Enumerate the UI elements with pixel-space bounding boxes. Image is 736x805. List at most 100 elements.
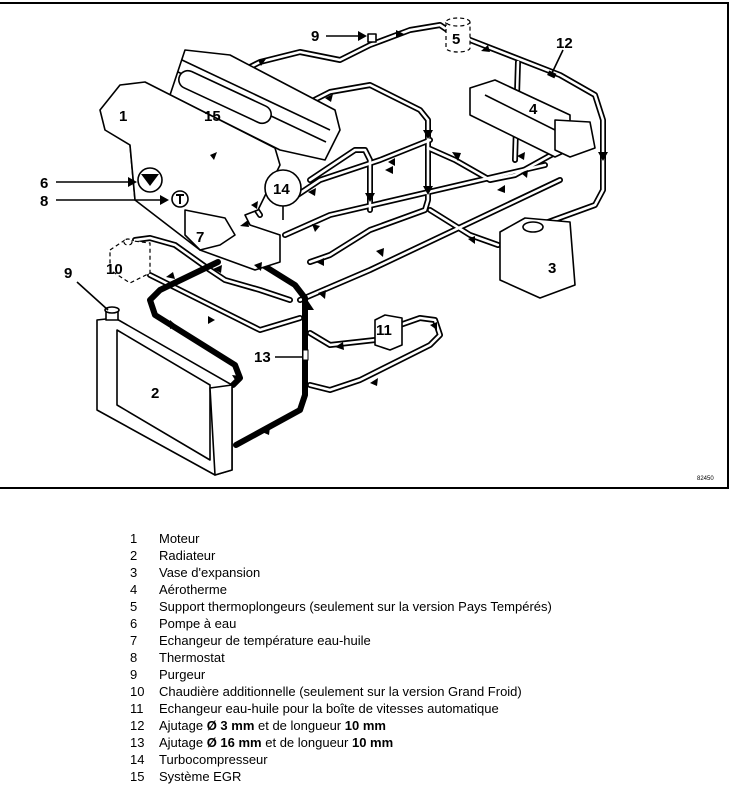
legend-text-bold: Ø 3 mm bbox=[206, 718, 255, 733]
legend-number: 9 bbox=[130, 667, 138, 682]
legend-item: 2 Radiateur bbox=[130, 547, 552, 564]
legend-number: 13 bbox=[130, 735, 145, 750]
legend-number: 2 bbox=[130, 548, 138, 563]
leader-lines bbox=[56, 31, 564, 358]
callout-5: 5 bbox=[452, 31, 460, 48]
callout-11: 11 bbox=[376, 322, 392, 339]
flow-arrow bbox=[170, 320, 177, 329]
legend-text: Vase d'expansion bbox=[159, 564, 260, 581]
legend-text-part: Aérotherme bbox=[159, 582, 227, 597]
flow-arrow bbox=[213, 265, 222, 273]
flow-arrow bbox=[423, 186, 433, 195]
oil-water-exchanger bbox=[184, 209, 236, 251]
callout-13: 13 bbox=[254, 349, 271, 366]
legend-text-part: Purgeur bbox=[159, 667, 206, 682]
legend-text-part: Ajutage bbox=[159, 718, 207, 733]
flow-arrow bbox=[312, 224, 320, 232]
legend-text-part: Turbocompresseur bbox=[159, 752, 268, 767]
legend-text-bold: 10 mm bbox=[351, 735, 394, 750]
expansion-tank bbox=[499, 217, 576, 299]
flow-arrow bbox=[318, 290, 326, 299]
legend-item: 12 Ajutage Ø 3 mm et de longueur 10 mm bbox=[130, 717, 552, 734]
flow-arrow bbox=[232, 375, 240, 383]
legend-text: Radiateur bbox=[159, 547, 215, 564]
legend-item: 9 Purgeur bbox=[130, 666, 552, 683]
cooling-circuit-diagram: 1 2 3 4 5 6 7 8 9 9 10 11 12 13 14 15 82… bbox=[40, 17, 714, 482]
callout-9-top: 9 bbox=[311, 28, 319, 45]
legend-text: Echangeur eau-huile pour la boîte de vit… bbox=[159, 700, 499, 717]
flow-arrows bbox=[166, 30, 608, 435]
legend-number: 5 bbox=[130, 599, 138, 614]
nozzle-12 bbox=[547, 70, 557, 79]
legend-number: 10 bbox=[130, 684, 145, 699]
legend-text-part: Radiateur bbox=[159, 548, 216, 563]
flow-arrow bbox=[210, 152, 217, 160]
legend-text-part: Echangeur eau-huile pour la boîte de vit… bbox=[159, 701, 499, 716]
flow-arrow bbox=[481, 45, 490, 52]
legend-number: 11 bbox=[130, 701, 144, 716]
flow-arrow bbox=[430, 322, 437, 330]
flow-arrow bbox=[258, 59, 266, 66]
legend-text-part: Moteur bbox=[159, 531, 200, 546]
callout-15: 15 bbox=[204, 108, 221, 125]
legend-text-part: Chaudière additionnelle (seulement sur l… bbox=[159, 684, 522, 699]
callout-8: 8 bbox=[40, 193, 48, 210]
flow-arrow bbox=[452, 152, 461, 161]
legend-text-part: Echangeur de température eau-huile bbox=[159, 633, 371, 648]
thermoplunger-support bbox=[445, 17, 471, 53]
legend-item: 13 Ajutage Ø 16 mm et de longueur 10 mm bbox=[130, 734, 552, 751]
flow-arrow bbox=[521, 170, 528, 178]
callout-7: 7 bbox=[196, 229, 204, 246]
callout-3: 3 bbox=[548, 260, 556, 277]
legend-text: Aérotherme bbox=[159, 581, 227, 598]
legend-text: Chaudière additionnelle (seulement sur l… bbox=[159, 683, 522, 700]
legend-number: 12 bbox=[130, 718, 145, 733]
flow-arrow bbox=[240, 220, 249, 227]
legend-item: 11 Echangeur eau-huile pour la boîte de v… bbox=[130, 700, 552, 717]
turbocharger bbox=[264, 169, 302, 220]
callout-10: 10 bbox=[106, 261, 123, 278]
legend-text-part: Vase d'expansion bbox=[159, 565, 261, 580]
flow-arrow bbox=[598, 152, 608, 161]
legend-text: Turbocompresseur bbox=[159, 751, 268, 768]
water-pump-triangle bbox=[141, 174, 159, 186]
callout-6: 6 bbox=[40, 175, 48, 192]
legend-text: Ajutage Ø 3 mm et de longueur 10 mm bbox=[159, 717, 386, 734]
callout-2: 2 bbox=[151, 385, 159, 402]
legend-number: 6 bbox=[130, 616, 138, 631]
legend-text-part: Pompe à eau bbox=[159, 616, 237, 631]
legend-number: 8 bbox=[130, 650, 138, 665]
flow-arrow bbox=[254, 262, 262, 271]
legend-text-part: Thermostat bbox=[159, 650, 225, 665]
legend-text-part: et de longueur bbox=[254, 718, 345, 733]
legend-number: 15 bbox=[130, 769, 145, 784]
flow-arrow bbox=[335, 342, 344, 350]
callout-12: 12 bbox=[556, 35, 573, 52]
top-bleed-screw bbox=[367, 33, 377, 43]
legend-number: 3 bbox=[130, 565, 138, 580]
legend-text: Pompe à eau bbox=[159, 615, 236, 632]
flow-arrow bbox=[166, 272, 175, 279]
legend-text: Moteur bbox=[159, 530, 199, 547]
coolant-pipes-inner bbox=[133, 23, 605, 392]
legend-text: Purgeur bbox=[159, 666, 205, 683]
flow-arrow bbox=[251, 201, 258, 209]
figure-reference: 82450 bbox=[697, 476, 714, 482]
legend-text: Ajutage Ø 16 mm et de longueur 10 mm bbox=[159, 734, 393, 751]
flow-arrow bbox=[497, 185, 505, 193]
legend-text: Système EGR bbox=[159, 768, 241, 785]
legend-item: 6 Pompe à eau bbox=[130, 615, 552, 632]
flow-arrow bbox=[316, 258, 324, 266]
legend-item: 10 Chaudière additionnelle (seulement sur… bbox=[130, 683, 552, 700]
legend-text: Support thermoplongeurs (seulement sur l… bbox=[159, 598, 552, 615]
legend-item: 8 Thermostat bbox=[130, 649, 552, 666]
legend-text-part: Ajutage bbox=[159, 735, 207, 750]
legend-number: 7 bbox=[130, 633, 138, 648]
legend-text: Thermostat bbox=[159, 649, 225, 666]
callout-9-radiator: 9 bbox=[64, 265, 72, 282]
gearbox-oil-exchanger bbox=[374, 314, 403, 351]
flow-arrow bbox=[423, 130, 433, 139]
callouts: 1 2 3 4 5 6 7 8 9 9 10 11 12 13 14 15 82… bbox=[40, 28, 714, 482]
